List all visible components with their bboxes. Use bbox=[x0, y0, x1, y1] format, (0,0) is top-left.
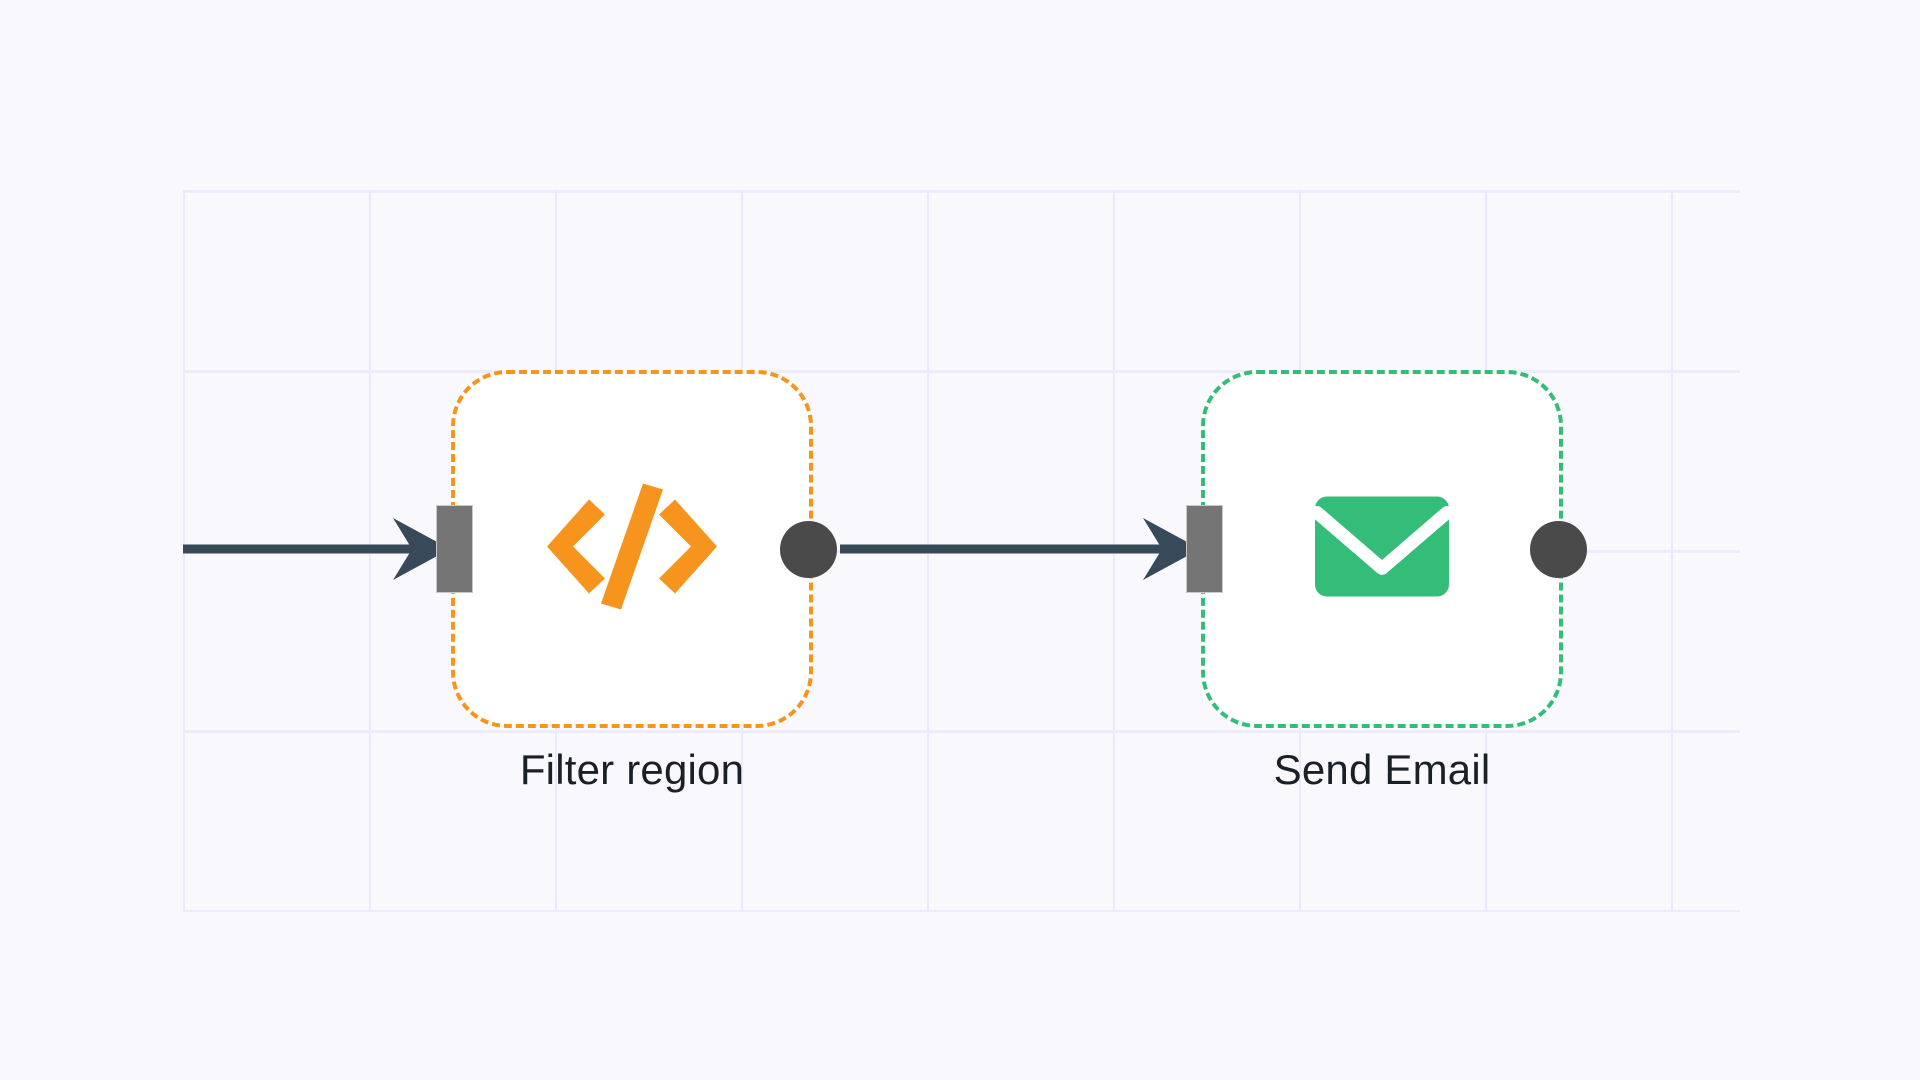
edge-arrowhead bbox=[393, 518, 450, 580]
node-label-filter-region: Filter region bbox=[519, 746, 745, 793]
edge-entry-to-filter[interactable] bbox=[183, 518, 450, 580]
workflow-node-send-email[interactable]: Send Email bbox=[1186, 370, 1587, 793]
node-output-port[interactable] bbox=[1530, 521, 1587, 578]
node-input-port[interactable] bbox=[1186, 505, 1223, 593]
node-output-port[interactable] bbox=[780, 521, 837, 578]
workflow-node-filter-region[interactable]: Filter region bbox=[436, 370, 837, 793]
envelope-icon bbox=[1310, 496, 1454, 602]
node-label-send-email: Send Email bbox=[1273, 746, 1491, 793]
code-brackets-icon bbox=[547, 482, 717, 617]
edge-filter-to-email[interactable] bbox=[840, 518, 1200, 580]
edge-arrowhead bbox=[1143, 518, 1200, 580]
node-input-port[interactable] bbox=[436, 505, 473, 593]
